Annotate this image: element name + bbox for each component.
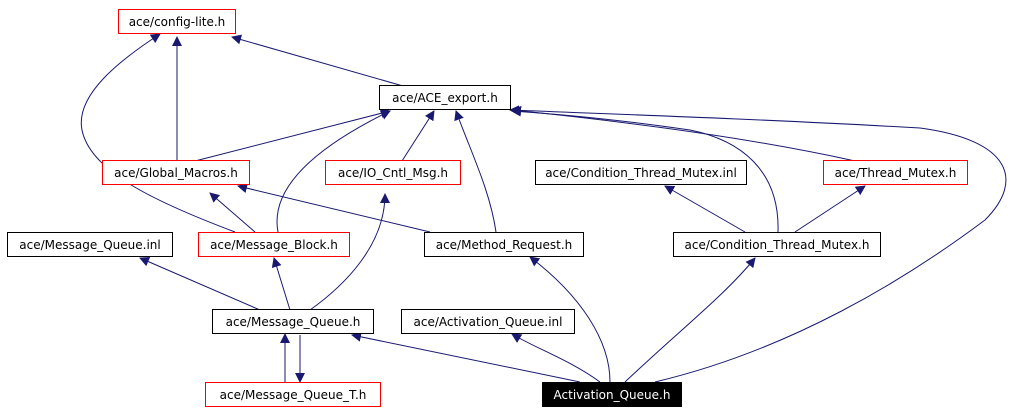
node-message-queue-t[interactable]: ace/Message_Queue_T.h [205, 382, 381, 407]
edge-activation-to-method-request [529, 256, 611, 383]
node-label: ace/Method_Request.h [435, 237, 573, 252]
edge-globalmacros-to-ace-export [194, 108, 391, 162]
node-ace-export[interactable]: ace/ACE_export.h [379, 85, 511, 110]
edge-iocntl-to-ace-export [401, 110, 435, 162]
edge-activation-to-cond-mutex [624, 257, 756, 383]
edge-msgblock-to-global-macros [209, 192, 256, 233]
node-config-lite[interactable]: ace/config-lite.h [118, 9, 236, 34]
edge-threadmutex-to-ace-export [511, 105, 856, 162]
edge-msgqueue-to-msgqueue-inl [139, 256, 261, 311]
edge-method-to-global-macros [237, 183, 431, 233]
node-label: ace/ACE_export.h [392, 90, 498, 105]
node-activation-queue-h: Activation_Queue.h [542, 382, 682, 407]
edge-method-to-ace-export [454, 110, 497, 233]
edge-aceexport-to-config-lite [231, 34, 404, 87]
node-condition-thread-mutex-inl[interactable]: ace/Condition_Thread_Mutex.inl [535, 160, 747, 185]
node-label: ace/Message_Queue_T.h [219, 387, 367, 402]
edge-activation-to-activation-inl [511, 333, 601, 383]
node-message-queue-h[interactable]: ace/Message_Queue.h [212, 309, 374, 334]
node-io-cntl-msg[interactable]: ace/IO_Cntl_Msg.h [325, 160, 461, 185]
node-label: ace/Message_Block.h [210, 237, 338, 252]
node-condition-thread-mutex-h[interactable]: ace/Condition_Thread_Mutex.h [673, 232, 881, 257]
node-label: ace/Message_Queue.inl [19, 237, 161, 252]
edge-activation-to-ace-export [509, 105, 1007, 383]
node-message-block[interactable]: ace/Message_Block.h [198, 232, 350, 257]
node-label: ace/Activation_Queue.inl [413, 314, 563, 329]
edge-msgblock-to-config-lite [80, 33, 236, 233]
edge-msgblock-to-ace-export [276, 110, 391, 233]
edge-condmutex-to-condmutex-inl [664, 185, 746, 233]
edge-msgqueue-to-io-cntl [309, 193, 390, 311]
node-method-request[interactable]: ace/Method_Request.h [424, 232, 584, 257]
node-label: ace/IO_Cntl_Msg.h [337, 165, 449, 180]
node-label: Activation_Queue.h [553, 387, 671, 402]
edge-activation-to-msg-queue [351, 331, 581, 383]
node-label: ace/Condition_Thread_Mutex.h [684, 237, 870, 252]
edge-msgqueue-to-msg-block [271, 257, 291, 311]
node-message-queue-inl[interactable]: ace/Message_Queue.inl [7, 232, 173, 257]
node-activation-queue-inl[interactable]: ace/Activation_Queue.inl [401, 309, 575, 334]
edge-condmutex-to-thread-mutex [794, 185, 866, 233]
node-label: ace/Thread_Mutex.h [834, 165, 957, 180]
node-label: ace/config-lite.h [128, 14, 226, 29]
node-label: ace/Condition_Thread_Mutex.inl [545, 165, 737, 180]
node-global-macros[interactable]: ace/Global_Macros.h [102, 160, 250, 185]
node-label: ace/Message_Queue.h [225, 314, 361, 329]
node-thread-mutex[interactable]: ace/Thread_Mutex.h [823, 160, 968, 185]
node-label: ace/Global_Macros.h [114, 165, 238, 180]
